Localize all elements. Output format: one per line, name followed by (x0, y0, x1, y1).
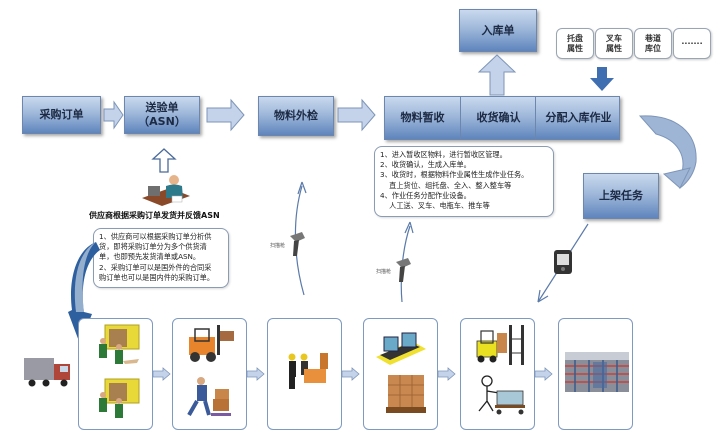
purchase-order-label: 采购订单 (39, 108, 84, 121)
attr-aisle-line1: 巷道 (645, 33, 661, 43)
purchase-order-box: 采购订单 (22, 96, 101, 134)
barcode-scanner-icon-2 (396, 258, 411, 282)
stage-panel-transport (172, 318, 247, 430)
arrow-right-3 (337, 98, 376, 132)
receiving-note-line: 人工送、叉车、电瓶车、推车等 (380, 201, 490, 211)
attr-forklift: 叉车 属性 (595, 28, 633, 59)
warehouse-racks-photo (565, 352, 629, 392)
material-inspection-label: 物料外检 (274, 109, 318, 122)
staging-pallets-icon (376, 332, 426, 365)
arrow-up-inbound (477, 54, 517, 96)
cart-worker-icon (478, 375, 525, 415)
material-inspection-box: 物料外检 (258, 96, 334, 136)
arrow-right-2 (206, 98, 245, 132)
supplier-note-line: 购订单也可以是国内件的采购订单。 (99, 272, 215, 282)
assign-putaway-segment: 分配入库作业 (535, 97, 621, 139)
attr-pallet: 托盘 属性 (556, 28, 594, 59)
attr-more-ellipsis: ······· (681, 38, 703, 48)
receipt-confirm-label: 收货确认 (476, 111, 521, 124)
shelving-task-box: 上架任务 (583, 173, 659, 219)
stage-panel-putaway (460, 318, 535, 430)
temp-receive-segment: 物料暂收 (385, 97, 460, 139)
stage-arrow-2 (246, 367, 265, 381)
stage-arrow-5 (534, 367, 553, 381)
supplier-note-line: 单，也即预先发货清单或ASN。 (99, 252, 201, 262)
attr-aisle-location: 巷道 库位 (634, 28, 672, 59)
supplier-note-line: 货，即将采购订单分为多个供货清 (99, 242, 207, 252)
shelving-task-label: 上架任务 (599, 189, 643, 202)
supplier-caption: 供应商根据采购订单发货并反馈ASN (89, 211, 220, 220)
truck-unloading-icon (99, 324, 140, 364)
receiving-note-line: 3、收货时，根据物料作业属性生成作业任务。 (380, 170, 529, 180)
supplier-at-computer-icon (142, 175, 190, 206)
receiving-note-line: 2、收货确认，生成入库单。 (380, 160, 471, 170)
stage-arrow-1 (152, 367, 171, 381)
delivery-note-box: 送验单 （ASN） (124, 96, 200, 134)
forklift-icon (189, 325, 234, 362)
handheld-terminal-icon (554, 250, 572, 274)
supplier-note: 1、供应商可以根据采购订单分析供 货，即将采购订单分为多个供货清 单，也即预先发… (93, 228, 229, 288)
barcode-scanner-icon-1 (290, 232, 305, 256)
delivery-truck-icon (24, 358, 70, 387)
attr-aisle-line2: 库位 (645, 43, 661, 53)
boxed-pallet-icon (386, 375, 426, 413)
inbound-order-label: 入库单 (481, 23, 515, 37)
supplier-note-line: 1、供应商可以根据采购订单分析供 (99, 232, 212, 241)
receipt-confirm-segment: 收货确认 (460, 97, 536, 139)
reach-forklift-rack-icon (476, 325, 524, 365)
scanner-label-2: 扫描枪 (376, 269, 392, 275)
stage-panel-unloading (78, 318, 153, 430)
curved-arrow-to-shelving (638, 115, 697, 190)
scanner-label-1: 扫描枪 (270, 243, 286, 249)
asn-label: （ASN） (138, 115, 186, 128)
stage-arrow-3 (341, 367, 360, 381)
receiving-note-line: 4、作业任务分配作业设备。 (380, 190, 471, 200)
receiving-note: 1、进入暂收区物料，进行暂收区管理。 2、收货确认，生成入库单。 3、收货时，根… (374, 146, 554, 217)
supplier-note-line: 2、采购订单可以是国外件的合同采 (99, 262, 212, 272)
stage-arrow-4 (437, 367, 456, 381)
stage-panel-inspection (267, 318, 342, 430)
receiving-group-box: 物料暂收 收货确认 分配入库作业 (384, 96, 620, 140)
attr-pallet-line1: 托盘 (567, 33, 583, 43)
temp-receive-label: 物料暂收 (400, 111, 445, 124)
truck-unloading-icon (99, 378, 140, 418)
arrow-up-supplier (151, 148, 177, 173)
receiving-note-line: 直上货位、组托盘、全入、整入整车等 (380, 180, 512, 190)
attr-forklift-line1: 叉车 (606, 33, 622, 43)
curved-arrow-to-unloading (68, 242, 100, 344)
hand-truck-worker-icon (187, 377, 231, 416)
stage-panel-staging (363, 318, 438, 430)
attr-more: ······· (673, 28, 711, 59)
stage-panel-storage (558, 318, 633, 430)
delivery-note-label: 送验单 (145, 101, 179, 114)
arrow-down-attributes (590, 67, 614, 91)
receiving-note-line: 1、进入暂收区物料，进行暂收区管理。 (380, 150, 507, 159)
arrow-right-1 (103, 100, 124, 130)
attr-forklift-line2: 属性 (606, 43, 622, 53)
inspectors-at-desk-icon (288, 353, 328, 389)
assign-putaway-label: 分配入库作业 (545, 111, 612, 124)
inbound-order-box: 入库单 (459, 9, 537, 52)
attr-pallet-line2: 属性 (567, 43, 583, 53)
